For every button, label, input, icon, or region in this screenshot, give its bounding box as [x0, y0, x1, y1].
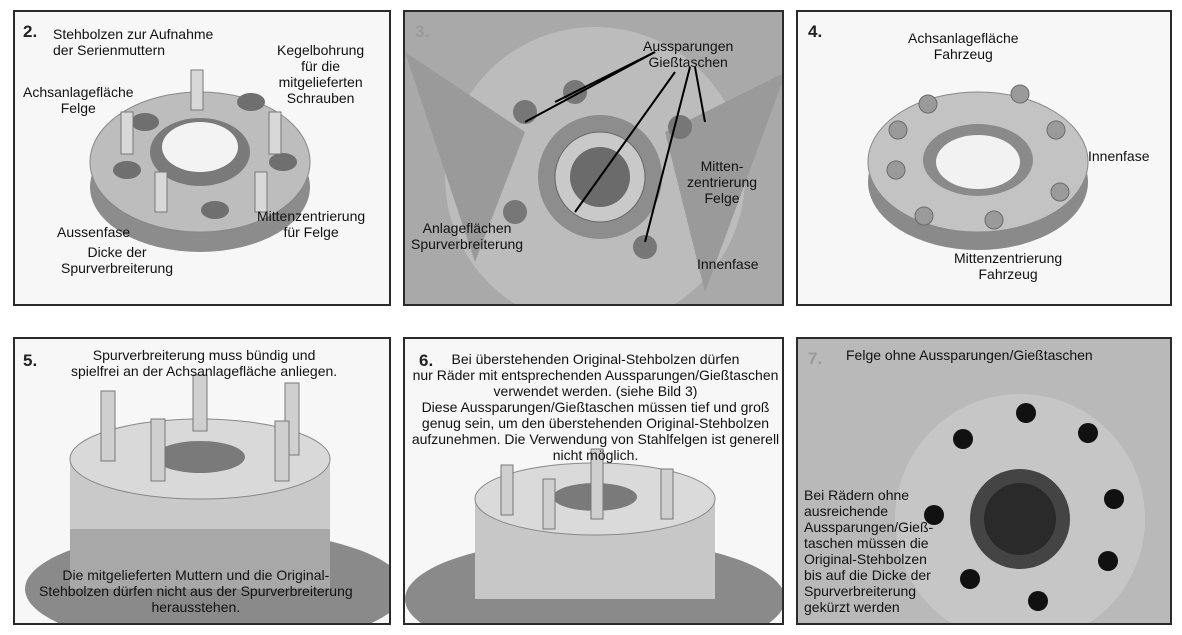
label-bottom: Die mitgelieferten Muttern und die Origi…	[39, 567, 353, 615]
wheel-without-pockets-illustration	[798, 339, 1170, 623]
label-side: Bei Rädern ohne ausreichende Aussparunge…	[804, 487, 934, 615]
mounted-spacer-illustration	[25, 374, 389, 623]
label-kegelbohrung: Kegelbohrung für die mitgelieferten Schr…	[277, 42, 365, 106]
label-mittenzentrierung: Mitten- zentrierung Felge	[687, 158, 758, 206]
panel-number: 5.	[23, 351, 38, 370]
label-top: Spurverbreiterung muss bündig und spielf…	[71, 347, 338, 379]
label-stehbolzen: Stehbolzen zur Aufnahme der Serienmutter…	[53, 26, 214, 58]
panel-number: 4.	[808, 22, 823, 41]
panel-6: 6. Bei überstehenden Original-Stehbolzen…	[403, 337, 784, 625]
panel-number: 3.	[415, 22, 430, 41]
label-innenfase: Innenfase	[697, 256, 759, 272]
label-anlageflaechen: Anlageflächen Spurverbreiterung	[411, 220, 524, 252]
panel-number: 6.	[419, 351, 434, 370]
panel-4: 4. Achsanlagefläche Fahrzeug Innenfase M…	[796, 10, 1172, 306]
label-aussenfase: Aussenfase	[57, 224, 131, 240]
label-innenfase: Innenfase	[1088, 148, 1150, 164]
label-aussparungen: Aussparungen Gießtaschen	[643, 38, 734, 70]
label-mittenzentrierung: Mittenzentrierung für Felge	[257, 208, 366, 240]
label-achsanlageflaeche: Achsanlagefläche Felge	[23, 84, 134, 116]
label-achsanlageflaeche: Achsanlagefläche Fahrzeug	[908, 30, 1019, 62]
panel-number: 2.	[23, 22, 38, 41]
label-mittenzentrierung: Mittenzentrierung Fahrzeug	[954, 250, 1063, 282]
protruding-studs-illustration	[405, 448, 782, 623]
wheel-hub-illustration	[405, 12, 782, 304]
spacer-back-illustration	[867, 84, 1089, 250]
label-top: Felge ohne Aussparungen/Gießtaschen	[846, 347, 1093, 363]
panel-7: 7. Felge ohne Aussparungen/Gießtaschen B…	[796, 337, 1172, 625]
label-dicke: Dicke der Spurverbreiterung	[61, 244, 174, 276]
panel-3: 3. Aussparungen Gießtaschen Mitten- zent…	[403, 10, 784, 306]
label-text: Bei überstehenden Original-Stehbolzen dü…	[411, 351, 780, 463]
spacer-illustration	[89, 69, 311, 252]
panel-number: 7.	[808, 349, 823, 368]
panel-2: 2. Stehbolzen zur Aufnahme der Serienmut…	[13, 10, 391, 306]
panel-5: 5. Spurverbreiterung muss bündig und spi…	[13, 337, 391, 625]
